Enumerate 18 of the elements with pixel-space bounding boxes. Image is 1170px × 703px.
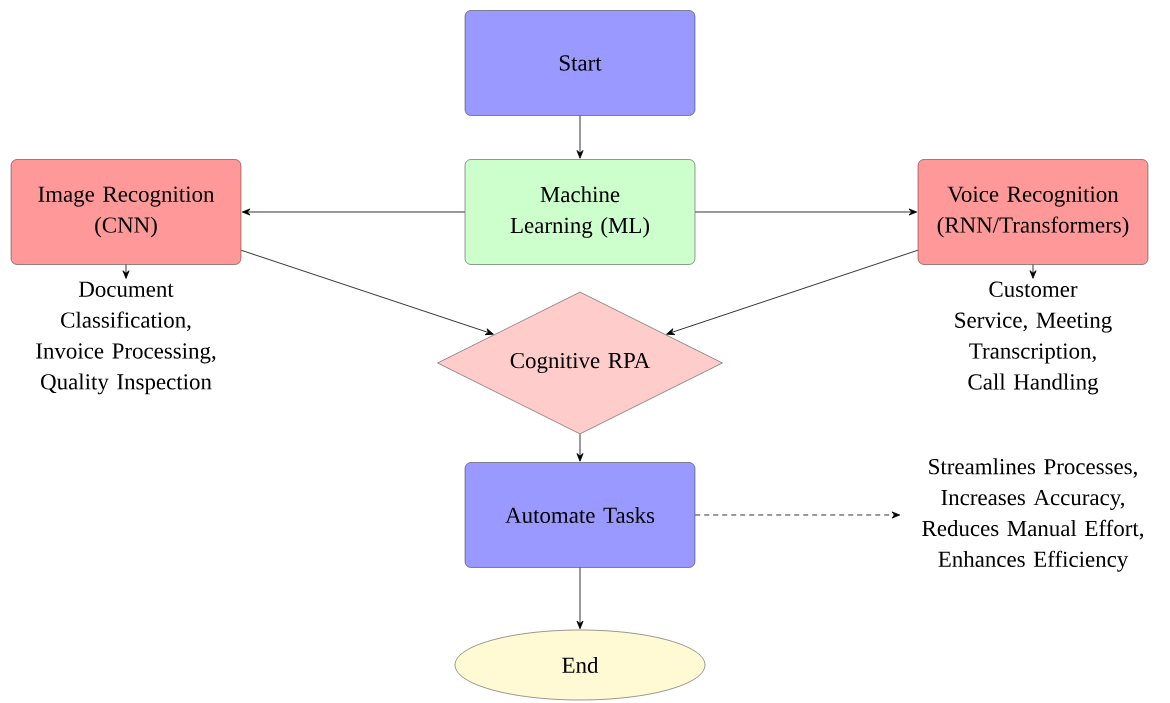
outcome-text: Document Classification, Invoice Processing, Quality Inspection xyxy=(36,281,216,395)
outcome-text: Customer Service, Meeting Transcription, Call Handling xyxy=(955,281,1112,395)
process-box: Image Recognition (CNN) xyxy=(10,159,242,265)
arrow xyxy=(122,264,130,279)
arrow xyxy=(576,115,584,159)
process-box: Voice Recognition (RNN/Transformers) xyxy=(917,159,1149,265)
process-box: Machine Learning (ML) xyxy=(464,159,696,265)
process-box: Automate Tasks xyxy=(464,462,696,568)
arrow xyxy=(666,249,919,336)
arrow xyxy=(576,433,584,462)
arrow xyxy=(694,208,918,216)
arrow xyxy=(240,249,494,336)
arrow xyxy=(1029,264,1037,279)
arrow xyxy=(694,511,901,519)
process-box: Start xyxy=(464,10,696,116)
arrow xyxy=(576,567,584,630)
arrow xyxy=(241,208,466,216)
outcome-text: Streamlines Processes, Increases Accuracy, Reduces Manual Effort, Enhances Efficiency xyxy=(922,458,1144,572)
